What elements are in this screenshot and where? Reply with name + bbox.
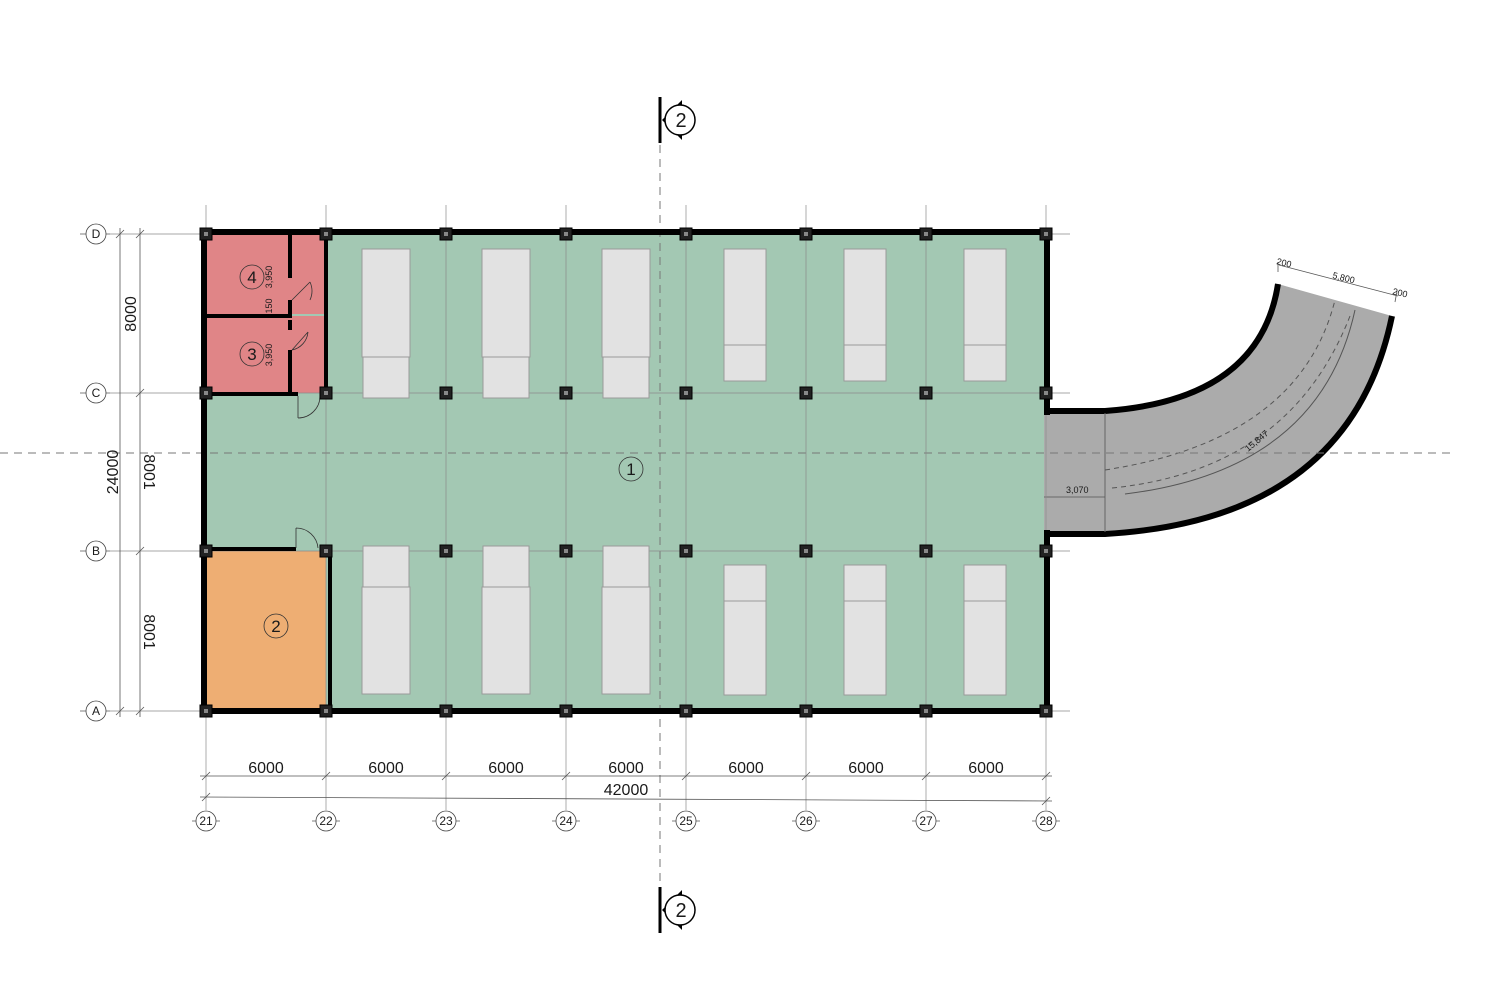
vehicle-cab [482, 545, 530, 588]
column-axis-23: 23 [439, 814, 453, 828]
vehicle-cab [723, 564, 767, 602]
bay-dim-3: 6000 [488, 760, 524, 777]
vehicle-cab [843, 564, 887, 602]
vehicle [481, 586, 531, 695]
room-label-2: 2 [263, 613, 289, 639]
room-3-fill [206, 316, 326, 393]
ramp-width-dim: 5,800 [1332, 270, 1356, 285]
room-4-fill [206, 232, 326, 314]
vehicle [843, 248, 887, 346]
room-3-dim: 3,950 [264, 344, 274, 367]
column-axis-27: 27 [919, 814, 933, 828]
column-axis-bubbles: 21 22 23 24 25 26 27 28 [192, 810, 1060, 832]
vehicle-cab [963, 564, 1007, 602]
vehicle [843, 600, 887, 696]
row-axis-A: A [92, 704, 100, 718]
vehicles-top-row [361, 248, 1007, 399]
row-axis-bubbles: D C B A [80, 223, 110, 722]
vehicle [723, 600, 767, 696]
vehicle [361, 586, 411, 695]
bay-dim-5: 6000 [728, 760, 764, 777]
vehicle [963, 248, 1007, 346]
row-axis-B: B [92, 544, 100, 558]
total-length-dim: 42000 [604, 782, 649, 799]
room-number-4: 4 [247, 268, 256, 287]
column-axis-25: 25 [679, 814, 693, 828]
vehicle-cab [723, 344, 767, 382]
vehicle-cab [362, 545, 410, 588]
section-number-bottom: 2 [675, 900, 686, 922]
column-axis-28: 28 [1039, 814, 1053, 828]
column-inner-marks [204, 232, 1048, 713]
bay-dim-7: 6000 [968, 760, 1004, 777]
row-axis-C: C [92, 386, 101, 400]
vehicle-cab [963, 344, 1007, 382]
vehicle [963, 600, 1007, 696]
bay-dim-1: 6000 [248, 760, 284, 777]
section-mark-bottom: 2 [658, 887, 696, 933]
bay-dim-6: 6000 [848, 760, 884, 777]
bay-dim-4: 6000 [608, 760, 644, 777]
row-span-dim-1: 8000 [123, 296, 140, 332]
room-label-3: 3 [239, 341, 265, 367]
vehicle-cab [602, 545, 650, 588]
door-swings [291, 281, 321, 549]
total-width-dim: 24000 [105, 450, 122, 495]
curved-ramp: 3,070 5,800 200 200 15,847 [1044, 256, 1409, 537]
vehicle [361, 248, 411, 358]
vehicle-cab [602, 356, 650, 399]
vehicle [601, 248, 651, 358]
row-axis-D: D [92, 227, 101, 241]
vehicle-cab [362, 356, 410, 399]
room-number-3: 3 [247, 345, 256, 364]
column-axis-21: 21 [199, 814, 213, 828]
structural-columns [199, 227, 1053, 718]
room-label-1: 1 [618, 456, 644, 482]
room-4-dim: 3,950 [264, 266, 274, 289]
vehicle [723, 248, 767, 346]
interior-walls [206, 232, 332, 711]
vehicle [601, 586, 651, 695]
bay-dim-2: 6000 [368, 760, 404, 777]
row-span-dim-3: 8001 [140, 614, 157, 650]
vehicle [481, 248, 531, 358]
bottom-dimension-chains [199, 771, 1053, 806]
vehicles-bottom-row [361, 545, 1007, 696]
room-number-2: 2 [271, 617, 280, 636]
left-dimension-chains [115, 228, 145, 717]
column-axis-26: 26 [799, 814, 813, 828]
ramp-entry-dim: 3,070 [1066, 485, 1089, 495]
vehicle-cab [482, 356, 530, 399]
column-axis-24: 24 [559, 814, 573, 828]
room-2-fill [206, 551, 326, 710]
room-number-1: 1 [626, 460, 635, 479]
ramp-edge-left-dim: 200 [1276, 256, 1293, 269]
vehicle-cab [843, 344, 887, 382]
room-label-4: 4 [239, 264, 265, 290]
ramp-edge-right-dim: 200 [1392, 286, 1409, 299]
exterior-walls [200, 229, 1052, 714]
section-number-top: 2 [675, 110, 686, 132]
section-mark-top: 2 [658, 97, 696, 143]
partition-dim: 150 [264, 298, 274, 313]
row-span-dim-2: 8001 [140, 454, 157, 490]
column-axis-22: 22 [319, 814, 333, 828]
